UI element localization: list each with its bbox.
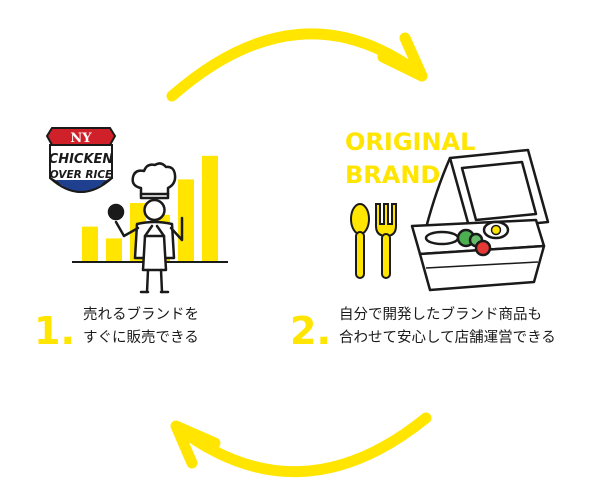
chef-figure (107, 162, 184, 294)
step-2-description: 自分で開発したブランド商品も 合わせて安心して店舗運営できる (339, 304, 556, 350)
chart-bar-2 (106, 238, 122, 262)
chef-right-arm (169, 216, 184, 242)
step-1-line2: すぐに販売できる (83, 330, 199, 346)
chart-bar-5 (178, 179, 194, 262)
step-2-number: 2. (290, 309, 331, 353)
logo-line1: CHICKEN (49, 152, 114, 167)
step-1-number: 1. (34, 309, 75, 353)
top-arrow-head (377, 32, 428, 82)
chicken-over-rice-logo: NY CHICKEN OVER RICE (45, 127, 117, 193)
tomato-icon (474, 239, 492, 257)
step-2-line1: 自分で開発したブランド商品も (339, 307, 542, 323)
bottom-cycle-arrow (172, 412, 432, 477)
chart-bar-6 (202, 155, 218, 262)
logo-shield-outline (45, 127, 117, 193)
bento-lid-window (460, 160, 538, 222)
logo-shield-red (47, 128, 115, 145)
chef-head (143, 198, 166, 222)
bottom-arrow-head (170, 420, 221, 469)
bento-lid-hinge (424, 157, 452, 229)
bento-box-icon (410, 148, 550, 292)
logo-line2: OVER RICE (50, 169, 113, 181)
top-cycle-arrow (166, 28, 426, 102)
brand-line1: ORIGINAL (345, 128, 475, 156)
chart-bar-1 (82, 226, 98, 262)
bento-tray-body (418, 244, 546, 292)
chef-left-arm (114, 220, 140, 238)
chef-left-leg (145, 268, 150, 294)
chef-hat-icon (131, 162, 177, 200)
step-1-line1: 売れるブランドを (83, 307, 199, 323)
chef-right-leg (159, 268, 164, 294)
logo-top-text: NY (70, 131, 92, 146)
chef-apron (141, 234, 168, 272)
ladle-icon (107, 203, 125, 221)
step-2-line2: 合わせて安心して店舗運営できる (339, 330, 556, 346)
spoon-icon (350, 203, 370, 279)
rice-portion (424, 230, 460, 246)
growth-bar-chart (82, 155, 218, 262)
egg-yolk (490, 224, 502, 236)
brand-line2: BRAND (345, 161, 440, 189)
step-1-description: 売れるブランドを すぐに販売できる (83, 304, 199, 350)
fork-icon (375, 203, 397, 279)
